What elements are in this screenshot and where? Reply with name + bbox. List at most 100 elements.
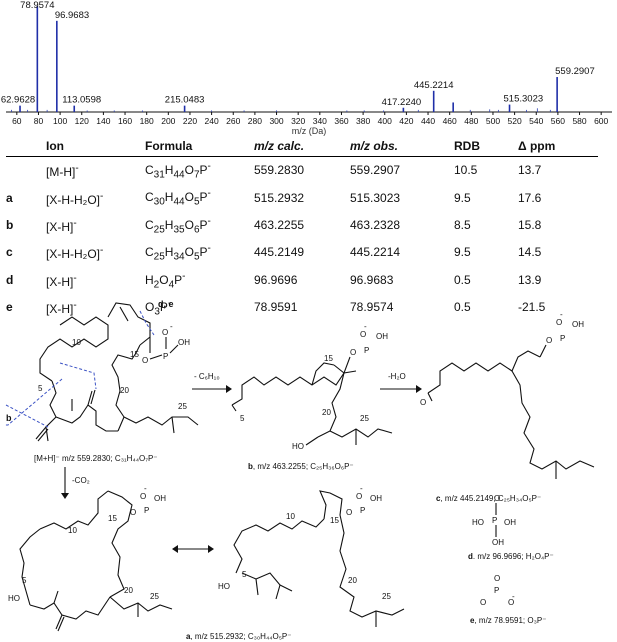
svg-text:-: -	[360, 484, 363, 493]
rdb-cell: 8.5	[454, 217, 471, 232]
svg-text:HO: HO	[472, 518, 484, 527]
svg-text:O: O	[356, 492, 362, 501]
svg-text:5: 5	[240, 414, 245, 423]
svg-text:5: 5	[22, 576, 27, 585]
svg-text:-: -	[512, 592, 515, 601]
arrow-loss-co2: -CO₂	[61, 467, 90, 499]
fragment-a-open-form: HO 5 10 15 20 25 O P O OH -	[218, 484, 405, 627]
ion-cell: [X-H]-	[46, 300, 77, 317]
x-tick-label: 320	[291, 116, 305, 126]
svg-text:25: 25	[382, 592, 391, 601]
svg-text:-: -	[560, 310, 563, 319]
x-tick-label: 300	[269, 116, 283, 126]
ion-cell: [X-H]-	[46, 272, 77, 289]
svg-text:P: P	[494, 586, 499, 595]
svg-text:O: O	[130, 508, 136, 517]
arrow-loss-h2o: -H₂O	[380, 372, 422, 393]
row-label: a	[6, 190, 13, 205]
svg-text:OH: OH	[504, 518, 516, 527]
rdb-cell: 0.5	[454, 300, 471, 315]
svg-text:HO: HO	[218, 582, 230, 591]
formula-cell: C25H35O6P-	[145, 215, 211, 236]
svg-text:-H₂O: -H₂O	[388, 372, 406, 381]
locant-25: 25	[178, 402, 187, 411]
svg-text:OH: OH	[572, 320, 584, 329]
ppm-cell: 13.9	[518, 272, 542, 287]
parent-structure: O P OH O - 10 15 5 20 25 d, e b [M+H]⁻ m…	[4, 299, 199, 463]
fragment-d-structure: O P HO OH OH	[472, 494, 516, 547]
locant-15: 15	[130, 350, 139, 359]
svg-text:O: O	[508, 598, 514, 607]
atom-O: O	[142, 356, 148, 365]
label-b: b	[6, 413, 12, 423]
svg-text:HO: HO	[8, 594, 20, 603]
peak-label: 559.2907	[555, 66, 595, 77]
x-tick-label: 380	[356, 116, 370, 126]
formula-cell: O3P-	[145, 297, 172, 318]
svg-text:O: O	[480, 598, 486, 607]
svg-text:HO: HO	[292, 442, 304, 451]
peak-label: 96.9683	[55, 10, 89, 21]
row-label: e	[6, 300, 13, 315]
mz-obs-cell: 515.3023	[350, 190, 401, 205]
mz-calc-cell: 78.9591	[254, 300, 298, 315]
svg-text:O: O	[420, 398, 426, 407]
svg-text:O: O	[346, 508, 352, 517]
formula-cell: C30H44O5P-	[145, 188, 211, 208]
col-header-ion: Ion	[46, 136, 145, 157]
fragmentation-scheme: O P OH O - 10 15 5 20 25 d, e b [M+H]⁻ m…	[4, 299, 595, 641]
x-tick-label: 460	[443, 116, 457, 126]
locant-5: 5	[38, 384, 43, 393]
col-header-rdb: RDB	[454, 136, 518, 157]
ppm-cell: 14.5	[518, 245, 542, 260]
row-label	[6, 157, 46, 185]
row-label: d	[6, 272, 14, 287]
svg-text:P: P	[492, 516, 497, 525]
formula-cell: H2O4P-	[145, 270, 186, 290]
ion-cell: [X-H-H₂O]-	[46, 190, 104, 207]
ppm-cell: 17.6	[518, 190, 542, 205]
ion-cell: [M-H]-	[46, 163, 79, 180]
fragment-d-caption: d. m/z 96.9696; H₂O₄P⁻	[468, 552, 554, 561]
rdb-cell: 9.5	[454, 245, 471, 260]
svg-text:P: P	[360, 506, 365, 515]
x-tick-label: 480	[464, 116, 478, 126]
peak-label: 417.2240	[382, 97, 422, 108]
x-tick-label: 180	[140, 116, 154, 126]
ion-cell: [X-H]-	[46, 217, 77, 234]
row-label: b	[6, 217, 14, 232]
formula-cell: C31H44O7P-	[145, 161, 211, 181]
x-tick-label: 120	[75, 116, 89, 126]
svg-text:P: P	[364, 346, 369, 355]
col-header-label	[6, 136, 46, 157]
svg-text:OH: OH	[370, 494, 382, 503]
svg-text:- C₆H₁₀: - C₆H₁₀	[194, 372, 220, 381]
svg-text:15: 15	[108, 514, 117, 523]
cleavage-de	[139, 310, 155, 336]
svg-text:OH: OH	[154, 494, 166, 503]
mz-obs-cell: 78.9574	[350, 300, 394, 315]
fragment-a-macrocycle: HO 5 10 15 20 25 O P O OH -	[8, 484, 173, 632]
x-tick-label: 140	[96, 116, 110, 126]
fragment-a-caption: a, m/z 515.2932; C₃₀H₄₄O₅P⁻	[186, 632, 292, 641]
atom-O-minus: O	[162, 328, 168, 337]
svg-text:O: O	[350, 348, 356, 357]
x-axis-title: m/z (Da)	[292, 126, 327, 136]
mz-obs-cell: 96.9683	[350, 272, 394, 287]
ion-cell: [X-H-H₂O]-	[46, 245, 104, 262]
rdb-cell: 10.5	[454, 163, 478, 178]
x-tick-label: 520	[508, 116, 522, 126]
col-header-ppm: Δ ppm	[518, 136, 598, 157]
svg-text:P: P	[144, 506, 149, 515]
svg-text:O: O	[556, 318, 562, 327]
peak-label: 113.0598	[62, 95, 101, 106]
svg-text:20: 20	[348, 576, 357, 585]
fragment-c-structure: O O P O OH -	[420, 310, 595, 479]
svg-text:10: 10	[68, 526, 77, 535]
col-header-mz-calc: m/z calc.	[254, 136, 350, 157]
